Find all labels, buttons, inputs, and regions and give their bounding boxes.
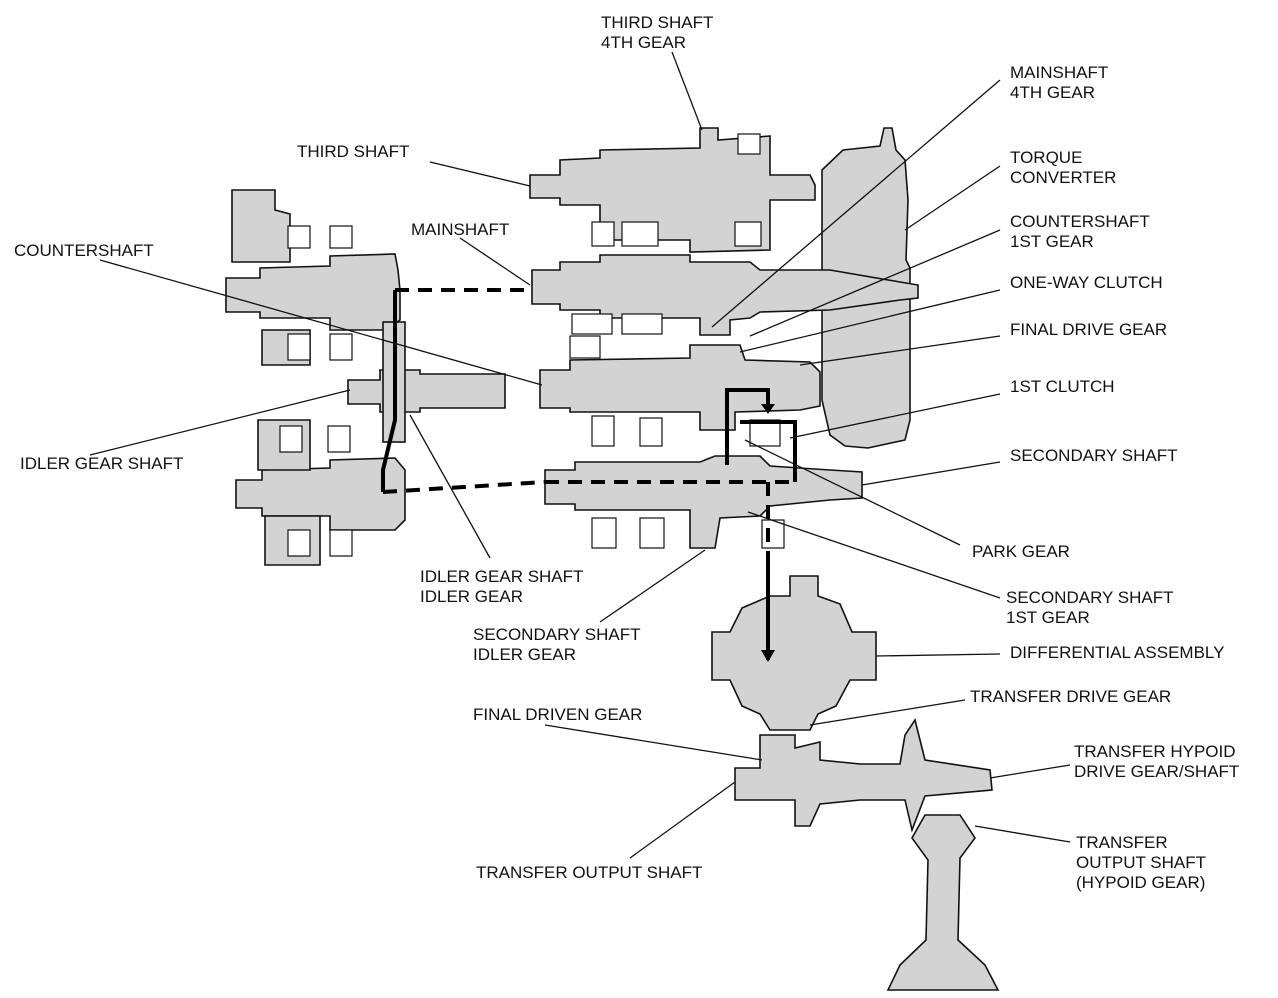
label-countershaft-1st-gear-line-1: COUNTERSHAFT xyxy=(1010,212,1150,231)
label-third-shaft: THIRD SHAFT xyxy=(297,142,409,161)
countershaft-right-assembly xyxy=(539,335,821,447)
label-secondary-shaft-1st-gear-line-2: 1ST GEAR xyxy=(1006,608,1090,627)
third-shaft-assembly xyxy=(529,127,816,253)
arrowhead-1 xyxy=(761,404,775,414)
label-secondary-shaft-1st-gear-line-1: SECONDARY SHAFT xyxy=(1006,588,1174,607)
label-mainshaft: MAINSHAFT xyxy=(411,220,509,239)
arrowhead-2 xyxy=(761,650,775,662)
label-1st-clutch-line-1: 1ST CLUTCH xyxy=(1010,377,1115,396)
label-transfer-hypoid-drive-gear-shaft-line-2: DRIVE GEAR/SHAFT xyxy=(1074,762,1239,781)
label-countershaft: COUNTERSHAFT xyxy=(14,241,154,260)
label-final-driven-gear-line-1: FINAL DRIVEN GEAR xyxy=(473,705,642,724)
label-transfer-drive-gear-line-1: TRANSFER DRIVE GEAR xyxy=(970,687,1171,706)
label-park-gear: PARK GEAR xyxy=(972,542,1070,561)
idler-gear-shaft-assembly xyxy=(347,321,506,443)
label-secondary-shaft-line-1: SECONDARY SHAFT xyxy=(1010,446,1178,465)
label-idler-gear-shaft: IDLER GEAR SHAFT xyxy=(20,454,183,473)
label-secondary-shaft-idler-gear-line-1: SECONDARY SHAFT xyxy=(473,625,641,644)
label-one-way-clutch-line-1: ONE-WAY CLUTCH xyxy=(1010,273,1163,292)
label-countershaft-line-1: COUNTERSHAFT xyxy=(14,241,154,260)
label-one-way-clutch: ONE-WAY CLUTCH xyxy=(1010,273,1163,292)
label-idler-gear-shaft-idler-gear-line-1: IDLER GEAR SHAFT xyxy=(420,567,583,586)
differential-assembly xyxy=(711,575,877,731)
label-transfer-output-shaft: TRANSFER OUTPUT SHAFT xyxy=(476,863,702,882)
label-torque-converter-line-1: TORQUE xyxy=(1010,148,1082,167)
label-final-drive-gear: FINAL DRIVE GEAR xyxy=(1010,320,1167,339)
power-flow-path xyxy=(381,288,797,662)
label-third-shaft-line-1: THIRD SHAFT xyxy=(297,142,409,161)
label-secondary-shaft-idler-gear-line-2: IDLER GEAR xyxy=(473,645,576,664)
countershaft-left-assembly xyxy=(225,189,401,366)
label-third-shaft-4th-gear-line-1: THIRD SHAFT xyxy=(601,13,713,32)
label-idler-gear-shaft-line-1: IDLER GEAR SHAFT xyxy=(20,454,183,473)
mainshaft-assembly xyxy=(531,221,919,336)
label-transfer-output-shaft-hypoid-gear-line-2: OUTPUT SHAFT xyxy=(1076,853,1206,872)
label-park-gear-line-1: PARK GEAR xyxy=(972,542,1070,561)
label-1st-clutch: 1ST CLUTCH xyxy=(1010,377,1115,396)
label-mainshaft-4th-gear-line-1: MAINSHAFT xyxy=(1010,63,1108,82)
label-transfer-output-shaft-line-1: TRANSFER OUTPUT SHAFT xyxy=(476,863,702,882)
left-lower-assembly xyxy=(235,419,406,566)
label-mainshaft-line-1: MAINSHAFT xyxy=(411,220,509,239)
label-differential-assembly: DIFFERENTIAL ASSEMBLY xyxy=(1010,643,1224,662)
label-transfer-hypoid-drive-gear-shaft-line-1: TRANSFER HYPOID xyxy=(1074,742,1236,761)
label-final-drive-gear-line-1: FINAL DRIVE GEAR xyxy=(1010,320,1167,339)
label-idler-gear-shaft-idler-gear-line-2: IDLER GEAR xyxy=(420,587,523,606)
label-third-shaft-4th-gear-line-2: 4TH GEAR xyxy=(601,33,686,52)
label-mainshaft-4th-gear-line-2: 4TH GEAR xyxy=(1010,83,1095,102)
label-transfer-output-shaft-hypoid-gear-line-1: TRANSFER xyxy=(1076,833,1168,852)
label-transfer-drive-gear: TRANSFER DRIVE GEAR xyxy=(970,687,1171,706)
transfer-assembly xyxy=(734,718,1000,991)
leader-lines xyxy=(89,51,1071,859)
label-torque-converter-line-2: CONVERTER xyxy=(1010,168,1116,187)
label-differential-assembly-line-1: DIFFERENTIAL ASSEMBLY xyxy=(1010,643,1224,662)
label-countershaft-1st-gear-line-2: 1ST GEAR xyxy=(1010,232,1094,251)
label-secondary-shaft: SECONDARY SHAFT xyxy=(1010,446,1178,465)
label-final-driven-gear: FINAL DRIVEN GEAR xyxy=(473,705,642,724)
label-transfer-output-shaft-hypoid-gear-line-3: (HYPOID GEAR) xyxy=(1076,873,1205,892)
